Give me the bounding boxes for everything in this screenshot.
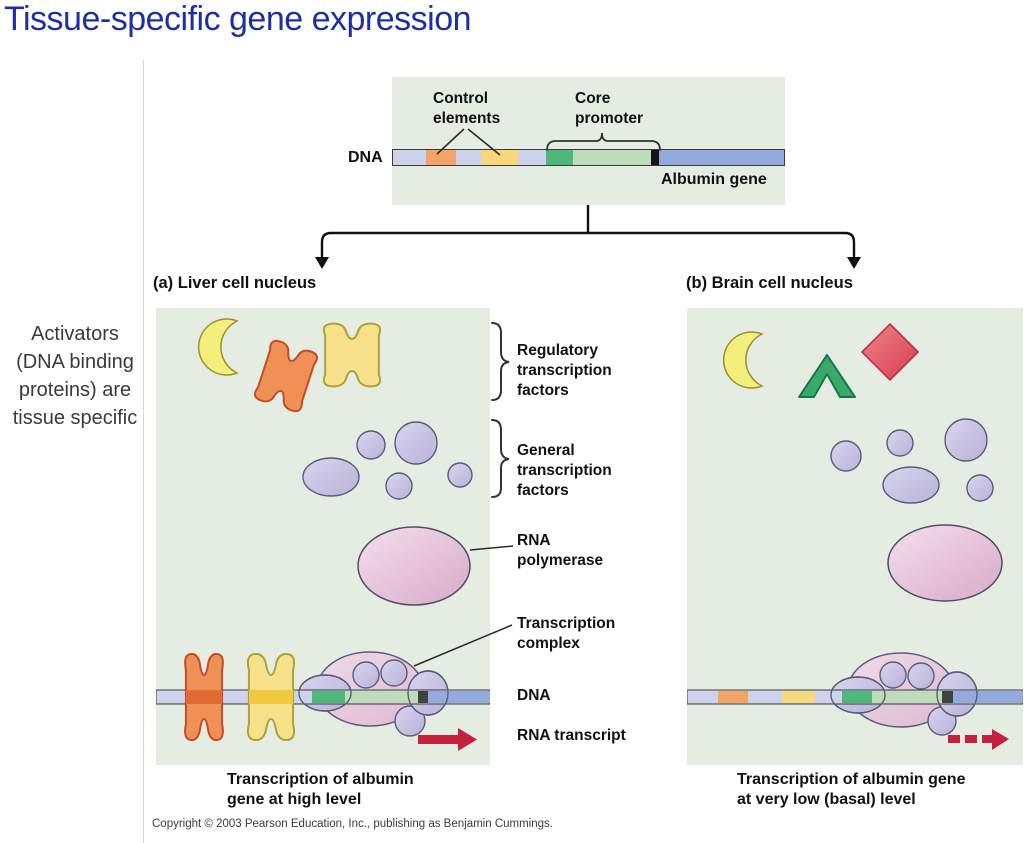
control-element-yellow xyxy=(481,150,518,165)
general-tf-blobs xyxy=(830,418,994,504)
general-tf-brace xyxy=(491,419,510,498)
rna-polymerase-shape xyxy=(357,526,471,606)
dna-label-mid: DNA xyxy=(517,687,551,704)
rna-polymerase-shape xyxy=(887,524,1003,602)
panel-b-caption: Transcription of albumin gene at very lo… xyxy=(737,771,966,808)
dna-segment xyxy=(518,150,546,165)
rna-transcript-label: RNA transcript xyxy=(517,727,626,744)
orange-activator-shape xyxy=(253,339,318,413)
crescent-activator-shape xyxy=(722,331,764,389)
general-tf-blobs xyxy=(302,421,473,500)
transcription-complex-label: Transcription complex xyxy=(517,615,616,652)
rna-transcript-arrow-solid xyxy=(418,728,477,751)
page-title: Tissue-specific gene expression xyxy=(4,0,472,38)
arrowhead-right xyxy=(847,257,861,269)
panel-a-caption: Transcription of albumin gene at high le… xyxy=(227,771,414,808)
dna-segment xyxy=(393,150,426,165)
albumin-gene-label: Albumin gene xyxy=(661,171,767,188)
complex-outline xyxy=(936,671,978,717)
complex-outline xyxy=(407,670,449,716)
rna-polymerase-label: RNA polymerase xyxy=(517,532,604,569)
regulatory-tf-label: Regulatory transcription factors xyxy=(517,342,612,399)
liver-panel-art xyxy=(156,318,490,751)
yellow-activator-shape xyxy=(324,324,380,387)
dna-label-top: DNA xyxy=(348,149,383,166)
rna-transcript-arrow-dashed xyxy=(948,729,1009,750)
dna-strand-top xyxy=(392,149,785,166)
regulatory-tf-brace xyxy=(491,322,510,401)
dna-strand-brain xyxy=(687,689,1023,705)
panel-b-heading: (b) Brain cell nucleus xyxy=(686,274,853,292)
side-note: Activators (DNA binding proteins) are ti… xyxy=(12,323,138,429)
figure-left-border xyxy=(143,60,144,843)
core-promoter-start xyxy=(546,150,573,165)
orange-binding-site xyxy=(186,690,222,704)
liver-panel xyxy=(156,308,490,765)
arrowhead-left xyxy=(315,257,329,269)
panel-a-heading: (a) Liver cell nucleus xyxy=(153,274,317,292)
crescent-activator-shape xyxy=(197,318,239,376)
control-elements-label: Control elements xyxy=(433,90,501,127)
dna-segment xyxy=(456,150,481,165)
general-tf-label: General transcription factors xyxy=(517,442,612,499)
core-promoter-label: Core promoter xyxy=(575,90,644,127)
albumin-gene-segment xyxy=(659,150,784,165)
diamond-activator-shape xyxy=(860,322,920,382)
complex-outline xyxy=(830,676,886,714)
control-element-orange xyxy=(426,150,456,165)
core-promoter-region xyxy=(573,150,651,165)
brain-panel xyxy=(687,308,1023,765)
copyright-line: Copyright © 2003 Pearson Education, Inc.… xyxy=(152,818,553,830)
brain-panel-art xyxy=(687,322,1023,750)
branch-arms xyxy=(320,231,856,259)
chevron-activator-shape xyxy=(798,354,856,398)
transcription-start-site xyxy=(651,150,659,165)
yellow-binding-site xyxy=(249,690,293,704)
complex-outline xyxy=(298,674,352,712)
